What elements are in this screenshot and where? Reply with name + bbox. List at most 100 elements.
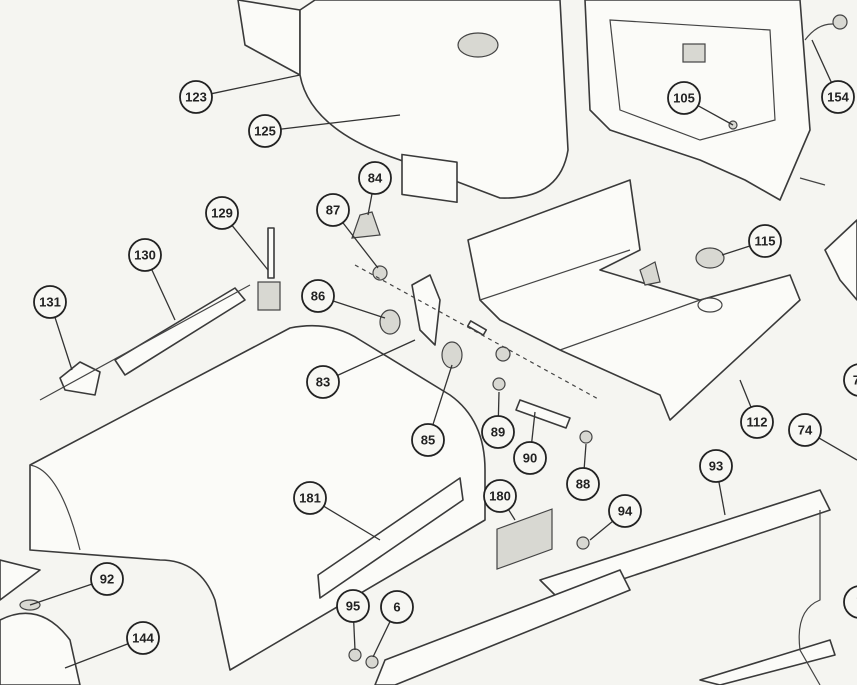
leader-line	[432, 364, 453, 425]
callout-7: 7	[843, 585, 857, 619]
callout-74: 74	[788, 413, 857, 461]
callout-label: 125	[254, 124, 276, 139]
callout-89: 89	[481, 391, 515, 449]
callout-circle	[179, 80, 213, 114]
callout-circle	[667, 81, 701, 115]
callout-label: 130	[134, 248, 156, 263]
callout-circle	[90, 562, 124, 596]
leader-line	[739, 379, 752, 408]
callout-154: 154	[811, 39, 855, 114]
callout-label: 95	[346, 599, 360, 614]
leader-line	[531, 411, 536, 443]
callout-label: 6	[393, 600, 400, 615]
callout-label: 84	[368, 171, 383, 186]
leader-line	[589, 520, 614, 541]
callout-label: 83	[316, 375, 330, 390]
callout-86: 86	[301, 279, 386, 319]
leader-line	[280, 114, 401, 130]
leader-line	[353, 621, 356, 651]
callout-label: 86	[311, 289, 325, 304]
callout-circle	[608, 494, 642, 528]
callout-90: 90	[513, 411, 547, 475]
callout-label: 85	[421, 433, 435, 448]
callout-circle	[380, 590, 414, 624]
callout-181: 181	[293, 481, 381, 541]
leader-line	[151, 269, 176, 321]
callout-88: 88	[566, 443, 600, 501]
leader-line	[323, 505, 381, 541]
callout-circle	[33, 285, 67, 319]
leader-line	[497, 391, 500, 417]
leader-line	[507, 509, 516, 521]
side-panel-edge	[824, 219, 857, 301]
callout-84: 84	[358, 161, 392, 216]
callout-circle	[843, 363, 857, 397]
callout-6: 6	[372, 590, 414, 658]
callout-130: 130	[128, 238, 176, 321]
callout-circle	[699, 449, 733, 483]
callout-circle	[566, 467, 600, 501]
callout-circle	[358, 161, 392, 195]
leader-line	[818, 437, 857, 461]
leader-line	[231, 225, 269, 271]
callout-label: 154	[827, 90, 849, 105]
leader-line	[811, 39, 832, 83]
callout-87: 87	[316, 193, 379, 269]
leader-line	[367, 193, 373, 216]
leader-line	[337, 339, 416, 376]
callout-circle	[248, 114, 282, 148]
callout-label: 131	[39, 295, 61, 310]
leader-line	[29, 583, 93, 606]
lever-assembly	[39, 227, 281, 401]
callout-circle	[843, 585, 857, 619]
frame-rail	[374, 489, 836, 685]
leader-line	[64, 643, 129, 669]
callout-label: 88	[576, 477, 590, 492]
callout-83: 83	[306, 339, 416, 399]
callout-123: 123	[179, 74, 301, 114]
tray-bracket	[467, 179, 801, 421]
callout-115: 115	[721, 224, 782, 258]
callout-label: 105	[673, 91, 695, 106]
callout-circle	[336, 589, 370, 623]
callout-label: 115	[755, 234, 776, 249]
callout-label: 78	[853, 373, 857, 388]
callout-85: 85	[411, 364, 453, 457]
callout-label: 123	[185, 90, 207, 105]
callout-105: 105	[667, 81, 734, 126]
callout-label: 180	[489, 489, 511, 504]
leader-line	[54, 317, 73, 371]
callout-circle	[821, 80, 855, 114]
callout-label: 87	[326, 203, 340, 218]
fuel-tank	[237, 0, 569, 204]
callout-131: 131	[33, 285, 73, 371]
control-housing	[584, 0, 848, 201]
callout-95: 95	[336, 589, 370, 651]
callout-78: 78	[843, 363, 857, 397]
engine-cover	[29, 324, 553, 671]
callout-label: 74	[798, 423, 813, 438]
callout-94: 94	[589, 494, 642, 541]
callout-circle	[306, 365, 340, 399]
callout-label: 112	[747, 415, 768, 430]
callout-layer: 123 125 105 154 84 87 129 130 115 131 86 83 85 89 90 88…	[29, 39, 857, 669]
callout-label: 181	[299, 491, 321, 506]
callout-180: 180	[483, 479, 517, 521]
callout-circle	[293, 481, 327, 515]
callout-label: 89	[491, 425, 505, 440]
leader-line	[718, 481, 726, 516]
callout-129: 129	[205, 196, 269, 271]
wheel	[0, 536, 590, 685]
callout-circle	[740, 405, 774, 439]
callout-112: 112	[739, 379, 774, 439]
callout-circle	[513, 441, 547, 475]
callout-label: 93	[709, 459, 723, 474]
callout-label: 90	[523, 451, 537, 466]
leader-line	[211, 74, 301, 95]
callout-circle	[788, 413, 822, 447]
callout-label: 144	[132, 631, 154, 646]
callout-label: 92	[100, 572, 114, 587]
callout-144: 144	[64, 621, 160, 669]
